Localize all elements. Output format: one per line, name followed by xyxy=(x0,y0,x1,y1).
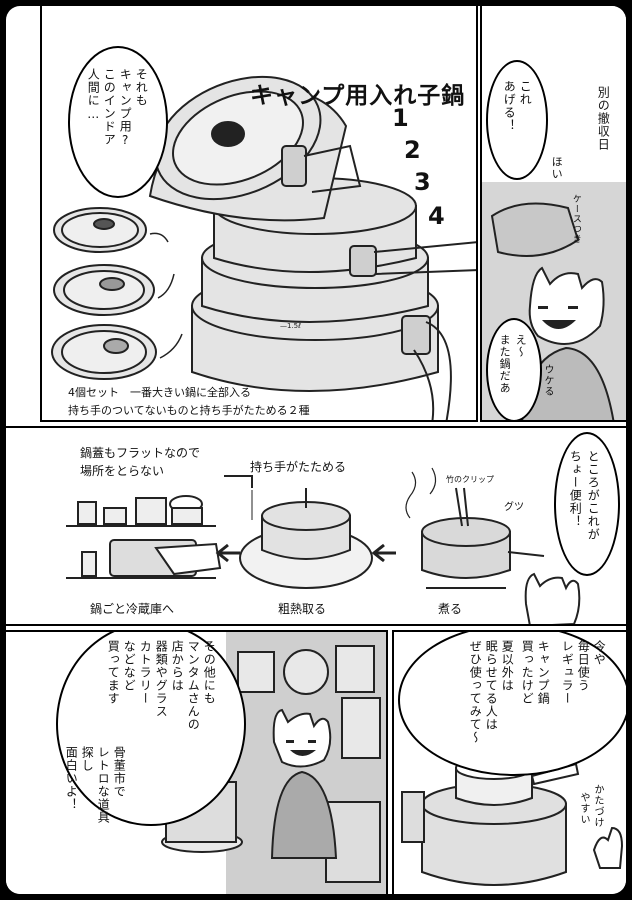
pot-number-1: 1 xyxy=(392,104,409,132)
bubble-line: 毎日使う xyxy=(576,640,591,692)
bubble-line: 夏以外は xyxy=(500,640,515,692)
label-fridge: 鍋ごと冷蔵庫へ xyxy=(90,602,175,616)
panel-3: 鍋蓋もフラットなので 場所をとらない 持ち手がたためる ところがこれが ちょー便… xyxy=(6,426,626,626)
pot-number-2: 2 xyxy=(404,136,421,164)
bubble-line: その他にも xyxy=(202,640,217,705)
bubble-line: マンタムさんの xyxy=(186,640,201,731)
note-line: かたづけ xyxy=(592,784,603,828)
cooking-steps-illustration xyxy=(66,467,581,624)
bubble-line: 骨董市で xyxy=(112,746,127,798)
bubble-line: キャンプ鍋 xyxy=(536,640,551,705)
bubble-line: このインドア xyxy=(102,68,117,146)
svg-text:—1.5ℓ: —1.5ℓ xyxy=(280,322,301,330)
pot-number-4: 4 xyxy=(428,202,445,230)
antique-market-illustration xyxy=(161,632,386,894)
bubble-line: また鍋だあ xyxy=(498,334,512,394)
bubble-line: え～ xyxy=(514,334,528,358)
speech-bubble xyxy=(56,632,246,826)
title: キャンプ用入れ子鍋 xyxy=(250,82,466,109)
bubble-line: レトロな道具 xyxy=(96,746,111,824)
manga-page: —1.5ℓ キャンプ用入れ子鍋 1 2 3 4 それも キャンプ用? このインド… xyxy=(6,6,626,894)
narration: 別の撤収日 xyxy=(596,86,611,151)
panel-1: —1.5ℓ キャンプ用入れ子鍋 1 2 3 4 それも キャンプ用? このインド… xyxy=(40,6,478,422)
fridge-tip: 鍋蓋もフラットなので xyxy=(80,446,201,460)
bubble-line: カトラリー xyxy=(138,640,153,705)
bubble-line: あげる！ xyxy=(502,80,517,132)
speech-bubble xyxy=(554,432,620,576)
speech-bubble xyxy=(486,318,542,420)
bubble-line: 器類やグラス xyxy=(154,640,169,718)
bubble-line: ちょー便利！ xyxy=(568,450,583,528)
case-note: ケースつき xyxy=(570,194,581,244)
bubble-line: などなど xyxy=(122,640,137,692)
bubble-line: 買ってます xyxy=(106,640,121,705)
bubble-line: 店からは xyxy=(170,640,185,692)
pot-number-3: 3 xyxy=(414,168,431,196)
label-cool: 粗熱取る xyxy=(278,602,327,616)
panel-2: 別の撤収日 これ あげる！ ほい ケースつき え～ また鍋だあ ウケる xyxy=(480,6,626,422)
bubble-line: レギュラー xyxy=(560,640,575,705)
panel-4: その他にも マンタムさんの 店からは 器類やグラス カトラリー などなど 買って… xyxy=(6,630,388,894)
speech-bubble xyxy=(68,46,168,198)
bubble-line: 買ったけど xyxy=(520,640,535,705)
bubble-line: ところがこれが xyxy=(586,450,601,541)
bubble-line: それも xyxy=(134,68,149,107)
speech-bubble xyxy=(398,632,626,776)
bubble-line: これ xyxy=(518,80,533,106)
bubble-line: ぜひ使ってみて～ xyxy=(468,640,483,744)
sfx-hoi: ほい xyxy=(550,156,564,180)
nested-pots-illustration: —1.5ℓ xyxy=(51,75,476,420)
bubble-line: 眠らせてる人は xyxy=(484,640,499,731)
caption-line-2: 持ち手のついてないものと持ち手がたためる２種 xyxy=(68,404,310,417)
sfx-ukeru: ウケる xyxy=(542,364,553,397)
label-boil: 煮る xyxy=(438,602,463,616)
bubble-line: キャンプ用? xyxy=(118,68,133,148)
sfx-guts: グツ xyxy=(504,502,524,513)
bubble-line: 今や xyxy=(592,640,607,666)
bubble-line: 人間に… xyxy=(86,68,101,122)
note-line: やすい xyxy=(578,792,589,825)
bubble-line: 探し xyxy=(80,746,95,772)
clip-label: 竹のクリップ xyxy=(446,475,494,484)
panel-5: 今や 毎日使う レギュラー キャンプ鍋 買ったけど 夏以外は 眠らせてる人は ぜ… xyxy=(392,630,626,894)
fold-text: 持ち手がたためる xyxy=(250,460,347,474)
bubble-line: 面白いよ！ xyxy=(64,746,79,811)
caption-line-1: 4個セット 一番大きい鍋に全部入る xyxy=(68,386,251,399)
speech-bubble xyxy=(486,60,548,180)
fridge-tip: 場所をとらない xyxy=(80,464,165,478)
